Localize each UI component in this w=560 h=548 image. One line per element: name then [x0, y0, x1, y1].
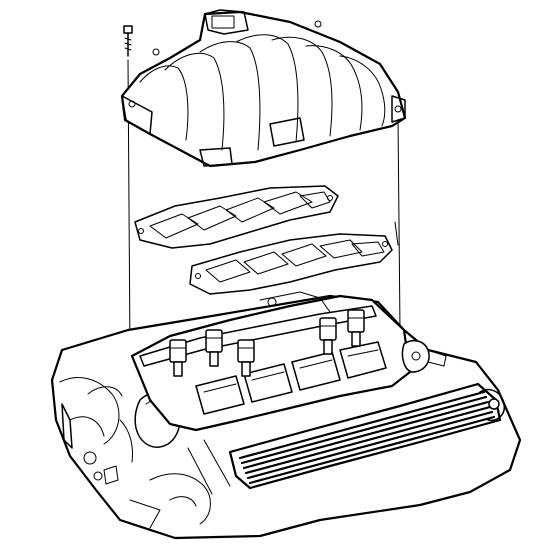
- bolt-head: [123, 25, 133, 34]
- fuel-fitting: [401, 339, 430, 373]
- valve-cover-end-cap: [479, 388, 506, 422]
- runner-port-4: [339, 341, 387, 379]
- lower-manifold-gasket: [189, 233, 393, 295]
- runner-port-1: [195, 375, 245, 415]
- upper-gasket-outline: [134, 185, 339, 249]
- alignment-guide-mid: [394, 221, 399, 246]
- injector-4: [319, 317, 337, 355]
- upper-intake-manifold: [120, 9, 407, 168]
- valve-cover: [228, 382, 506, 490]
- injector-5: [347, 309, 365, 347]
- alignment-guide-right: [397, 117, 401, 331]
- lower-gasket-outline: [189, 233, 393, 295]
- lower-manifold-outline: [130, 294, 412, 432]
- upper-manifold-gasket: [134, 185, 339, 249]
- fuel-injectors: [169, 309, 365, 377]
- mounting-bolt: [123, 25, 133, 57]
- lower-intake-manifold: [130, 291, 412, 432]
- injector-2: [205, 329, 223, 367]
- fuel-rail: [139, 305, 447, 373]
- runner-port-3: [291, 351, 341, 391]
- runner-port-2: [243, 363, 293, 403]
- throttle-flange: [204, 9, 249, 35]
- injector-3: [237, 339, 255, 377]
- injector-1: [169, 339, 187, 377]
- valve-cover-ribs: [238, 390, 496, 485]
